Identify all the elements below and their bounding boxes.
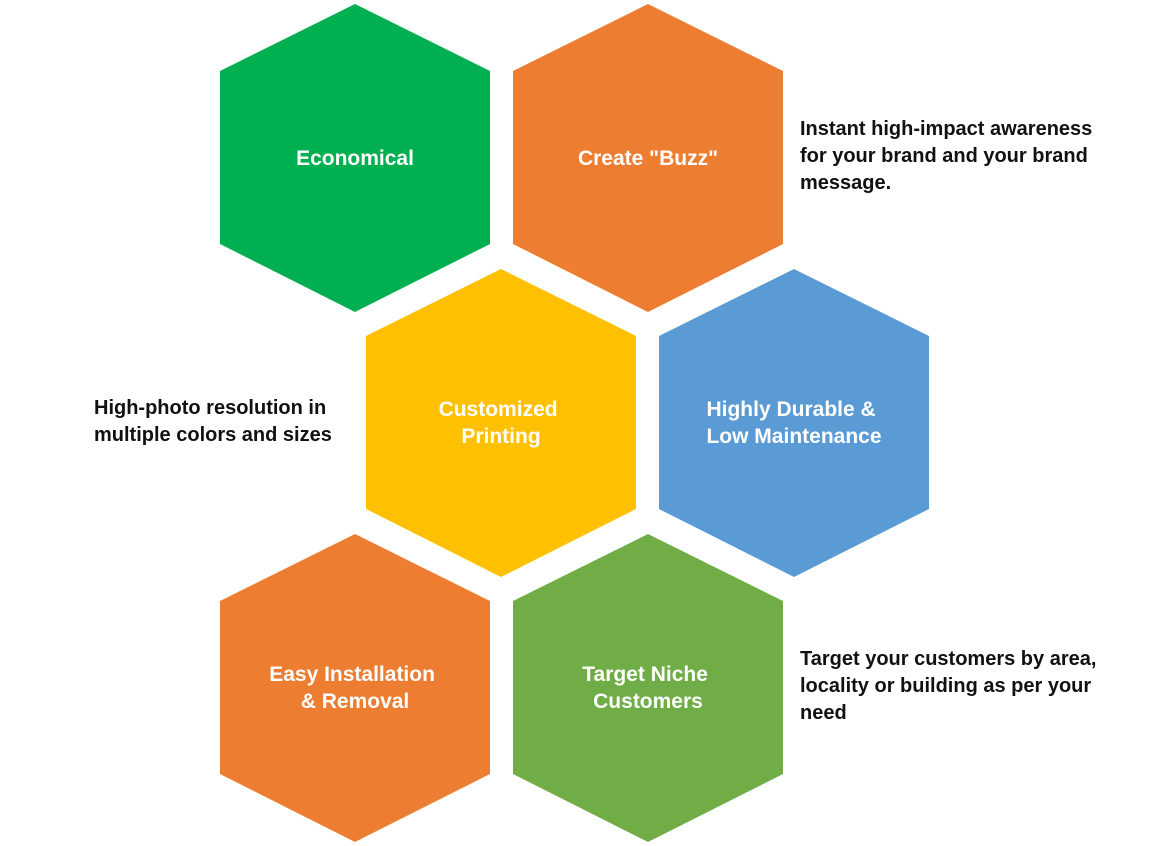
hexagon-create-buzz-line-1: Create "Buzz" [578,147,718,170]
hexagon-highly-durable-label: Highly Durable & Low Maintenance [706,398,881,448]
hexagon-economical: Economical [220,4,490,312]
hexagon-economical-line-1: Economical [296,147,414,170]
note-customized-printing-line-1: High-photo resolution in [94,397,327,419]
hexagon-easy-installation-label: Easy Installation & Removal [269,663,441,713]
note-create-buzz: Instant high-impact awareness for your b… [800,116,1092,197]
note-create-buzz-line-1: Instant high-impact awareness [800,118,1093,140]
hexagon-customized-printing-line-1: Customized [439,398,558,421]
hexagon-customized-printing-shape [366,269,636,577]
hexagon-highly-durable: Highly Durable & Low Maintenance [659,269,929,577]
hexagon-target-niche-label: Target Niche Customers [582,663,714,713]
hexagon-economical-shape [220,4,490,312]
hexagon-target-niche-line-1: Target Niche [582,663,708,686]
hexagon-target-niche-shape [513,534,783,842]
hexagon-customized-printing: Customized Printing [366,269,636,577]
hexagon-economical-label: Economical [296,147,414,170]
hexagon-target-niche: Target Niche Customers [513,534,783,842]
hexagon-highly-durable-shape [659,269,929,577]
hexagon-easy-installation-line-2: & Removal [301,690,410,713]
hexagon-create-buzz-shape [513,4,783,312]
hexagon-create-buzz-label: Create "Buzz" [578,147,718,170]
note-target-niche-line-3: need [800,702,847,724]
note-target-niche-line-1: Target your customers by area, [800,648,1097,670]
hexagon-easy-installation-line-1: Easy Installation [269,663,435,686]
hexagon-target-niche-line-2: Customers [593,690,703,713]
note-target-niche-line-2: locality or building as per your [800,675,1092,697]
note-target-niche: Target your customers by area, locality … [800,646,1096,727]
hexagon-highly-durable-line-1: Highly Durable & [706,398,875,421]
note-customized-printing: High-photo resolution in multiple colors… [94,395,332,449]
hexagon-easy-installation-shape [220,534,490,842]
note-create-buzz-line-2: for your brand and your brand [800,145,1088,167]
note-customized-printing-line-2: multiple colors and sizes [94,424,332,446]
hexagon-create-buzz: Create "Buzz" [513,4,783,312]
note-create-buzz-line-3: message. [800,172,892,194]
hexagon-easy-installation: Easy Installation & Removal [220,534,490,842]
hexagon-customized-printing-line-2: Printing [461,425,540,448]
hexagon-highly-durable-line-2: Low Maintenance [706,425,881,448]
hexagon-customized-printing-label: Customized Printing [439,398,564,448]
